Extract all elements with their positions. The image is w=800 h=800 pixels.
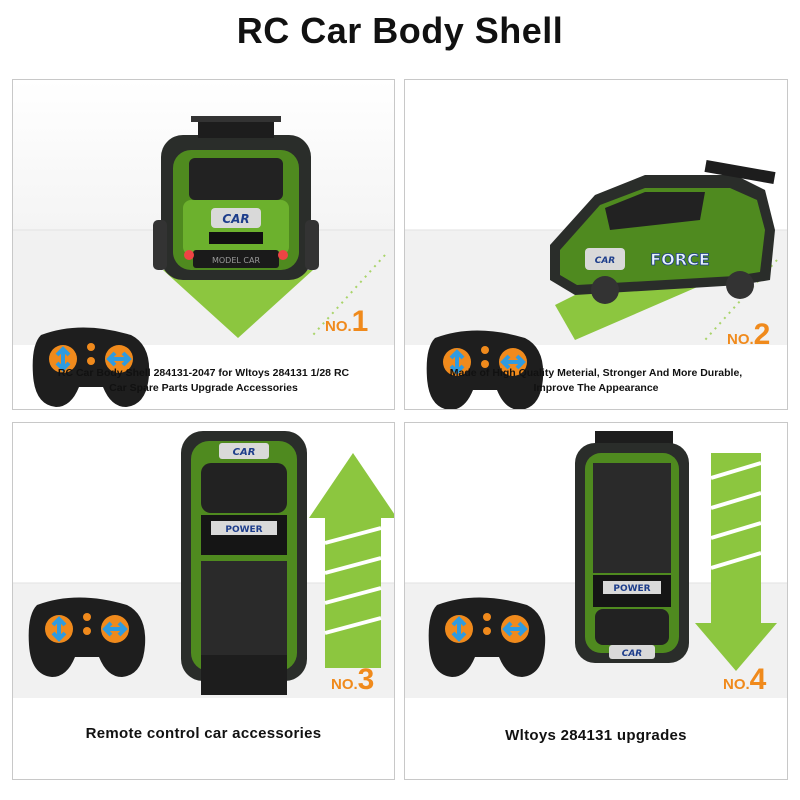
car-body-top-view: CAR POWER <box>181 431 307 695</box>
product-panel-1: CAR MODEL CAR NO.1 RC Car Body Shell 284… <box>12 79 395 410</box>
car-power-text: POWER <box>225 525 262 535</box>
panel-2-scene: FORCE CAR <box>405 80 787 409</box>
panel-3-caption: Remote control car accessories <box>85 725 322 742</box>
product-panel-3: CAR POWER NO.3 Remote control car access… <box>12 422 395 780</box>
car-body-side-view: FORCE CAR <box>550 160 776 304</box>
badge-number-1: NO.1 <box>325 305 368 339</box>
direction-arrow-up <box>309 453 394 668</box>
badge-number: 2 <box>753 318 771 351</box>
car-side-text: FORCE <box>650 250 710 269</box>
car-logo-text: CAR <box>622 649 643 659</box>
remote-controller-icon <box>428 597 546 677</box>
remote-controller-icon <box>426 330 544 409</box>
badge-number: 3 <box>357 663 375 696</box>
car-logo-text: CAR <box>595 256 616 266</box>
car-body-top-view: POWER CAR <box>575 431 689 663</box>
badge-prefix: NO. <box>331 676 358 693</box>
badge-number: 4 <box>749 663 767 696</box>
direction-arrow-down <box>695 453 777 671</box>
badge-prefix: NO. <box>727 331 754 348</box>
badge-number-4: NO.4 <box>723 663 766 697</box>
product-panel-4: POWER CAR NO.4 Wltoys 284131 upgrades <box>404 422 788 780</box>
badge-number: 1 <box>351 305 369 338</box>
panel-4-scene: POWER CAR <box>405 423 787 698</box>
car-plate-text: MODEL CAR <box>212 256 260 265</box>
direction-arrow-down <box>163 270 313 338</box>
badge-prefix: NO. <box>723 676 750 693</box>
page-title: RC Car Body Shell <box>236 10 564 51</box>
badge-prefix: NO. <box>325 318 352 335</box>
car-power-text: POWER <box>613 584 650 594</box>
car-logo-text: CAR <box>222 212 249 226</box>
panel-2-caption: Made of High Quality Meterial, Stronger … <box>449 367 743 394</box>
badge-number-3: NO.3 <box>331 663 374 697</box>
remote-controller-icon <box>32 327 150 407</box>
panel-1-caption: RC Car Body Shell 284131-2047 for Wltoys… <box>57 367 350 394</box>
remote-controller-icon <box>28 597 146 677</box>
car-body-front-view: CAR MODEL CAR <box>153 116 319 280</box>
panel-3-scene: CAR POWER <box>13 423 394 698</box>
car-logo-text: CAR <box>233 447 256 458</box>
panel-4-caption: Wltoys 284131 upgrades <box>505 727 687 744</box>
panel-1-scene: CAR MODEL CAR <box>13 80 394 407</box>
badge-number-2: NO.2 <box>727 318 770 352</box>
product-panel-2: FORCE CAR NO.2 Made of High Quality Mete… <box>404 79 788 410</box>
